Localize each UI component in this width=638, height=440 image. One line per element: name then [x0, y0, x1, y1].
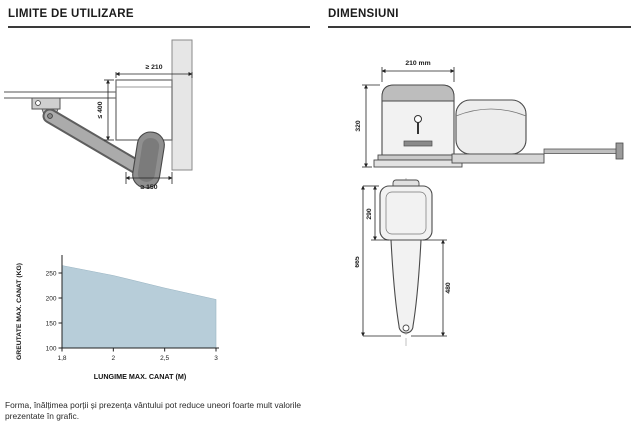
- chart-x-axis-label: LUNGIME MAX. CANAT (M): [93, 372, 187, 381]
- dim-label-150: ≥ 150: [141, 184, 158, 190]
- x-tick-label: 2: [112, 355, 116, 362]
- graph-disclaimer-note: Forma, înălțimea porții și prezența vânt…: [5, 400, 302, 422]
- motor-top-inner-line: [385, 191, 427, 235]
- x-tick-label: 3: [214, 355, 218, 362]
- chart-y-axis-label: GREUTATE MAX. CANAT (KG): [16, 262, 23, 360]
- arm-pivot-icon: [47, 113, 53, 119]
- wall-post-shape: [171, 39, 193, 171]
- dim-label-665: 665: [355, 256, 361, 268]
- rack-bar-shape: [543, 148, 623, 154]
- dim-label-290: 290: [366, 208, 373, 220]
- y-tick-label: 250: [46, 270, 57, 277]
- section-title-dimensions: DIMENSIUNI: [328, 8, 631, 28]
- dim-label-480: 480: [445, 282, 452, 294]
- front-view-drawing: 210 mm 320: [355, 60, 463, 168]
- x-tick-label: 1,8: [57, 355, 66, 362]
- keyhole-icon: [414, 115, 422, 123]
- arm-top-shape: [390, 239, 422, 334]
- x-tick-label: 2,5: [160, 355, 169, 362]
- arm-fill-shape: [44, 110, 148, 176]
- rack-end-bracket-shape: [615, 142, 624, 160]
- dim-label-320: 320: [355, 120, 362, 132]
- area-series: [61, 265, 217, 349]
- motor-paddle-shape: [132, 131, 165, 189]
- base-plate-upper-shape: [377, 154, 459, 161]
- release-slot-shape: [403, 140, 433, 147]
- arm-installation-diagram: ≥ 210 ≤ 400 ≥ 150: [4, 39, 193, 190]
- max-weight-vs-length-chart: 100 150 200 250 1,8 2 2,5 3: [46, 255, 219, 362]
- top-view-drawing: 665 290 480: [355, 178, 452, 346]
- dim-label-400: ≤ 400: [97, 101, 104, 118]
- motor-front-lid-shape: [381, 84, 455, 102]
- y-tick-label: 100: [46, 345, 57, 352]
- dim-label-210: ≥ 210: [146, 64, 163, 71]
- motor-side-lid-line: [455, 108, 527, 117]
- y-tick-label: 150: [46, 320, 57, 327]
- side-base-plate-shape: [451, 153, 545, 164]
- y-tick-label: 200: [46, 295, 57, 302]
- section-title-usage-limits: LIMITE DE UTILIZARE: [8, 8, 310, 28]
- base-plate-lower-shape: [373, 159, 463, 168]
- motor-box-shape: [115, 79, 173, 141]
- dim-label-210mm: 210 mm: [405, 60, 430, 67]
- arm-tip-hole-icon: [402, 324, 410, 332]
- bracket-screw-icon: [35, 100, 41, 106]
- motor-side-body-shape: [455, 99, 527, 155]
- side-view-drawing: [451, 99, 624, 164]
